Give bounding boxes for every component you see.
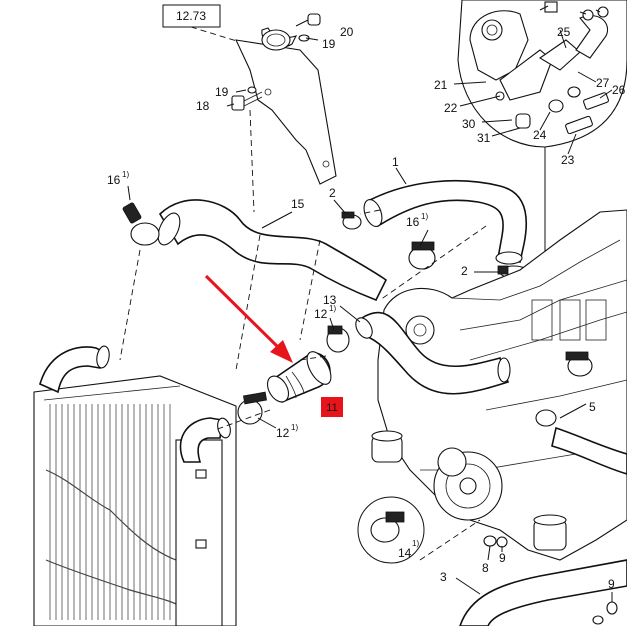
hose-1	[363, 179, 528, 265]
callout-5: 5	[589, 400, 596, 414]
callout-1: 1	[392, 155, 399, 169]
clamp-16-right	[408, 241, 436, 270]
engine	[371, 209, 627, 561]
callout-26: 26	[612, 83, 626, 97]
callout-13: 13	[323, 293, 337, 307]
highlight-11: 11	[321, 397, 343, 417]
callout-12-upper-note: 1)	[329, 304, 336, 313]
callout-19-right: 19	[322, 37, 336, 51]
clamp-16-left	[122, 202, 160, 246]
callout-15: 15	[291, 197, 305, 211]
hose-15	[157, 199, 388, 302]
reference-box: 12.73	[162, 4, 241, 43]
fastener-9b	[592, 601, 618, 625]
callout-24: 24	[533, 128, 547, 142]
callout-3: 3	[440, 570, 447, 584]
clamp-20	[307, 13, 321, 26]
bolt-18	[231, 86, 263, 111]
detail-view-upper	[457, 0, 627, 295]
callout-12-lower-note: 1)	[291, 423, 298, 432]
bracket	[235, 27, 337, 185]
detail-view-clamp-14	[357, 496, 425, 564]
clamp-12-lower	[237, 391, 267, 425]
red-arrow	[204, 274, 293, 363]
fastener-8	[483, 535, 497, 547]
callout-16-right-note: 1)	[421, 212, 428, 221]
callout-14: 14	[398, 546, 412, 560]
fastener-9a	[496, 536, 508, 548]
highlight-11-label: 11	[326, 402, 337, 414]
callout-8: 8	[482, 561, 489, 575]
callout-9-b: 9	[608, 577, 615, 591]
callout-22: 22	[444, 101, 458, 115]
callout-16-left-note: 1)	[122, 170, 129, 179]
callout-23: 23	[561, 153, 575, 167]
pipe-13	[355, 311, 511, 395]
callout-12-upper: 12	[314, 307, 328, 321]
callout-19-left: 19	[215, 85, 229, 99]
callout-2-right: 2	[461, 264, 468, 278]
clamp-right-mid	[565, 351, 593, 377]
callout-leaders	[127, 5, 613, 602]
callout-12-lower: 12	[276, 426, 290, 440]
hose-11	[266, 351, 332, 404]
callout-2-upper: 2	[329, 186, 336, 200]
callout-16-right: 16	[406, 215, 420, 229]
reference-box-label: 12.73	[176, 9, 206, 23]
leader-lines	[119, 109, 487, 561]
callout-27: 27	[596, 76, 610, 90]
callout-9-a: 9	[499, 551, 506, 565]
hose-5	[535, 409, 627, 475]
callout-18: 18	[196, 99, 210, 113]
callout-20: 20	[340, 25, 354, 39]
callout-16-left: 16	[107, 173, 121, 187]
callout-14-note: 1)	[412, 539, 419, 548]
callout-25: 25	[557, 25, 571, 39]
clamp-2-upper	[341, 211, 362, 230]
clamp-12-upper	[326, 325, 350, 353]
radiator	[33, 345, 237, 626]
hose-3	[459, 559, 627, 626]
callout-31: 31	[477, 131, 491, 145]
callout-21: 21	[434, 78, 448, 92]
callout-30: 30	[462, 117, 476, 131]
callout-labels: 1 2 2 3 5 8 9 9 12 1) 12 1) 13 14 1) 15 …	[107, 25, 626, 591]
